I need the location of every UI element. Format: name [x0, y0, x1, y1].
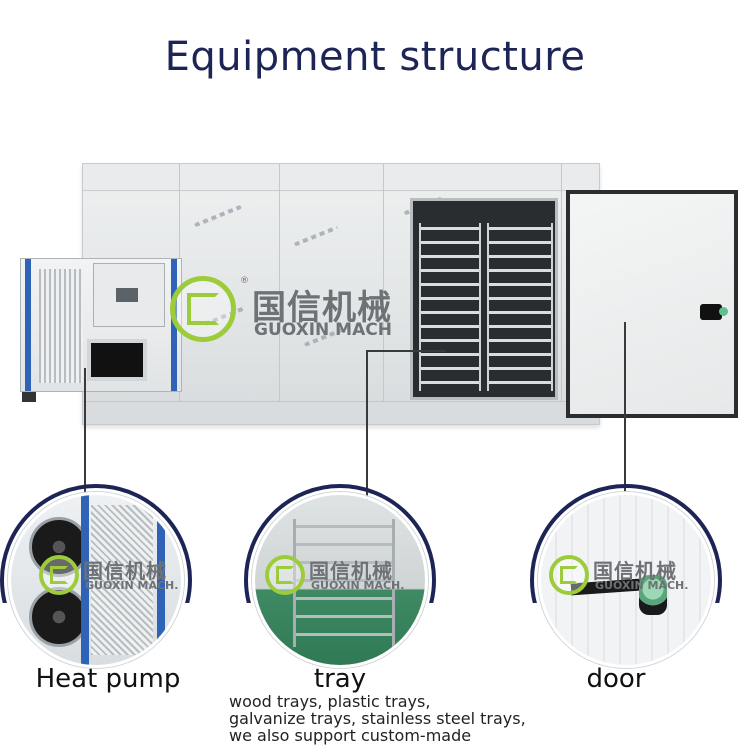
panel-seam — [561, 164, 562, 424]
tray-options-text: wood trays, plastic trays, galvanize tra… — [229, 692, 526, 745]
brand-name-en: GUOXIN MACH — [254, 320, 392, 340]
dryer-opening — [410, 198, 558, 400]
leader-line-tray-horizontal — [366, 350, 446, 352]
heat-pump-foot — [22, 392, 36, 402]
door-handle — [700, 304, 728, 320]
panel-label — [194, 204, 242, 228]
heat-pump-detail: 国信机械 GUOXIN MACH. — [8, 492, 184, 668]
control-panel — [93, 263, 165, 327]
brand-name-cn: 国信机械 — [252, 288, 392, 328]
panel-seam — [279, 164, 280, 424]
door-detail: 国信机械 GUOXIN MACH. — [538, 492, 714, 668]
panel-label — [293, 225, 339, 247]
leader-line-heat-pump — [84, 368, 86, 506]
tray-rack — [419, 223, 481, 391]
label-heat-pump: Heat pump — [35, 664, 181, 694]
room-top-panel — [83, 164, 599, 191]
leader-line-tray — [366, 350, 368, 502]
heat-pump-unit — [20, 258, 182, 392]
tray-detail: 国信机械 GUOXIN MACH. — [252, 492, 428, 668]
page-title: Equipment structure — [164, 34, 586, 80]
label-door: door — [586, 664, 646, 694]
brand-logo-icon — [549, 555, 589, 595]
control-screen — [116, 288, 138, 302]
heat-pump-vent — [87, 339, 147, 381]
room-base — [83, 401, 599, 424]
brand-logo-icon — [265, 555, 305, 595]
panel-seam — [383, 164, 384, 424]
leader-line-door — [624, 322, 626, 502]
brand-logo-icon — [39, 555, 79, 595]
label-tray: tray — [313, 664, 367, 694]
heat-pump-grille — [91, 505, 153, 655]
fan-icon — [29, 587, 89, 647]
brand-logo-icon — [170, 276, 236, 342]
tray-rack — [487, 223, 553, 391]
heat-pump-fins — [39, 269, 83, 383]
door-knob-icon — [639, 575, 667, 615]
